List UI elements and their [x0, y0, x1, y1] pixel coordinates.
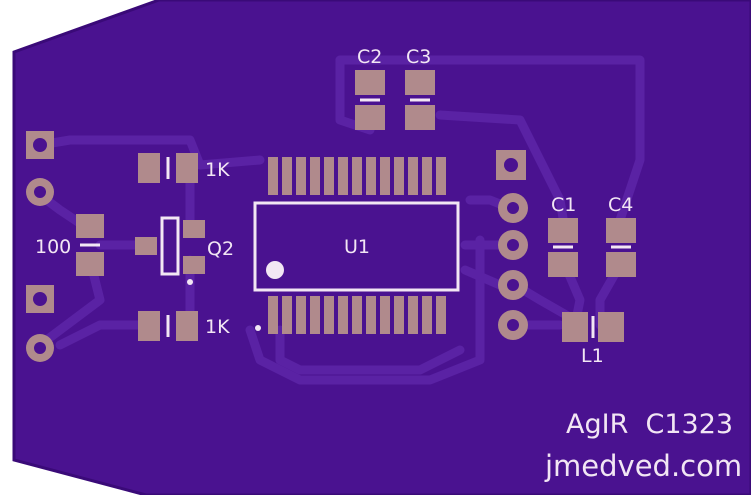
- right-connector: [496, 150, 528, 340]
- label-c3: C3: [406, 46, 431, 68]
- capacitor-c1: [548, 218, 578, 277]
- brand-url: jmedved.com: [544, 449, 742, 483]
- capacitor-c2: [355, 70, 385, 130]
- ic-u1-dot: [255, 325, 261, 331]
- label-r-left: 100: [35, 236, 71, 258]
- resistor-1k-top: [138, 153, 198, 183]
- capacitor-c4: [606, 218, 636, 277]
- ic-u1-pin1-marker: [266, 261, 284, 279]
- label-r-top: 1K: [205, 159, 230, 181]
- ic-u1-pins-bottom: [268, 296, 446, 334]
- ic-u1-body-outline: [253, 201, 460, 292]
- capacitor-c3: [405, 70, 435, 130]
- transistor-q2: [135, 216, 205, 285]
- label-l1: L1: [581, 345, 604, 367]
- brand-title-bg: [558, 404, 741, 442]
- resistor-100: [76, 214, 104, 276]
- brand-url-bg: [540, 446, 743, 486]
- label-c1: C1: [551, 194, 576, 216]
- inductor-l1: [562, 312, 624, 342]
- label-c4: C4: [608, 194, 633, 216]
- ic-u1-pins-top: [268, 157, 446, 195]
- label-u1: U1: [344, 236, 370, 258]
- label-r-bottom: 1K: [205, 316, 230, 338]
- brand-title: AgIR C1323: [566, 409, 733, 440]
- label-c2: C2: [357, 46, 382, 68]
- label-q2: Q2: [207, 238, 234, 260]
- left-connector: [26, 131, 54, 362]
- resistor-1k-bottom: [138, 311, 198, 341]
- board-outline: [12, 0, 751, 495]
